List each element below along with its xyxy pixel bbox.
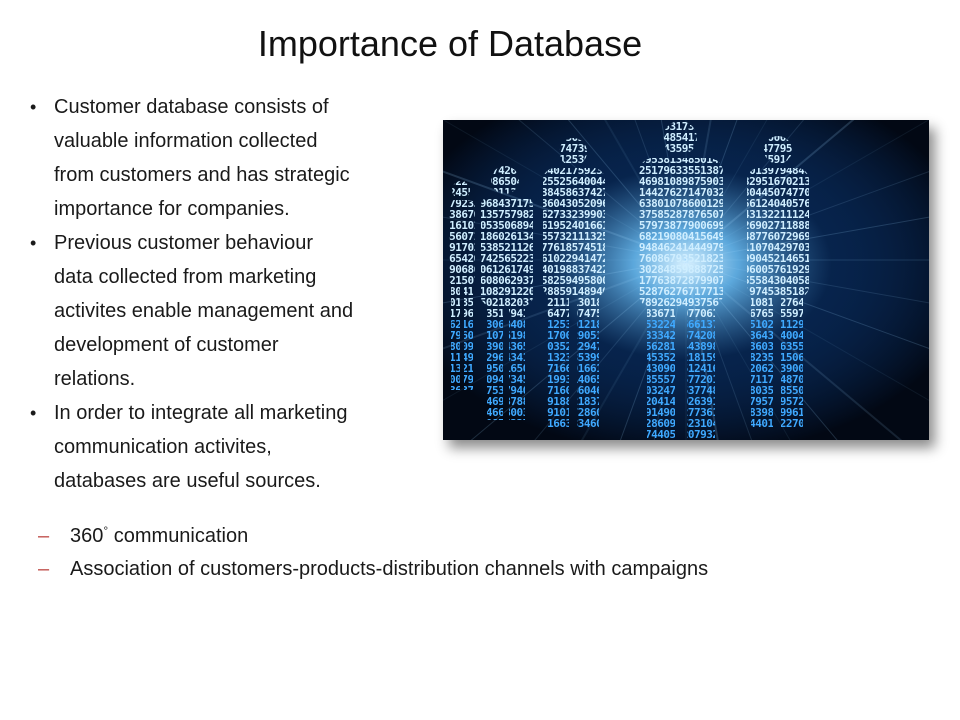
slide-title: Importance of Database	[257, 23, 643, 64]
bullet-line: relations.	[54, 368, 136, 390]
light-ray	[443, 120, 687, 261]
sub-bullet-text-suffix: communication	[108, 525, 249, 547]
sub-bullet-item: – 360° communication	[38, 520, 938, 553]
light-ray	[685, 120, 712, 261]
light-ray	[518, 120, 687, 261]
bullet-dot-icon: •	[30, 97, 37, 117]
sub-bullet-list: – 360° communication – Association of cu…	[38, 520, 938, 586]
sub-bullet-item: – Association of customers-products-dist…	[38, 553, 938, 586]
bullet-line: Customer database consists of	[54, 96, 329, 118]
light-rays	[443, 120, 929, 440]
image-background	[443, 120, 929, 440]
light-ray	[685, 120, 768, 261]
light-ray	[685, 216, 929, 261]
digital-people-image: 4512450854276042615410991491456219425317…	[443, 120, 929, 440]
light-ray	[685, 259, 903, 440]
bullet-line: from customers and has strategic	[54, 164, 350, 186]
light-ray	[685, 259, 719, 440]
bullet-line: data collected from marketing	[54, 266, 317, 288]
light-ray	[443, 259, 687, 350]
bullet-item: • Customer database consists of valuable…	[24, 90, 424, 226]
light-ray	[619, 259, 687, 440]
light-ray	[685, 120, 855, 261]
light-ray	[534, 259, 687, 440]
bullet-line: importance for companies.	[54, 198, 290, 220]
bullet-line: Previous customer behaviour	[54, 232, 314, 254]
bullet-line: valuable information collected	[54, 130, 318, 152]
bullet-dot-icon: •	[30, 403, 37, 423]
dash-icon: –	[38, 558, 50, 580]
light-ray	[685, 259, 929, 304]
sub-bullet-text: 360	[70, 525, 104, 547]
light-ray	[685, 120, 738, 261]
bullet-dot-icon: •	[30, 233, 37, 253]
light-ray	[685, 259, 929, 401]
light-ray	[685, 259, 753, 440]
light-ray	[580, 259, 687, 440]
light-ray	[660, 120, 687, 261]
bullet-line: databases are useful sources.	[54, 470, 321, 492]
bullet-line: communication activites,	[54, 436, 272, 458]
light-ray	[685, 259, 838, 440]
light-ray	[634, 120, 687, 261]
light-ray	[653, 259, 687, 440]
light-ray	[685, 259, 929, 349]
dash-icon: –	[38, 525, 50, 547]
light-ray	[443, 170, 687, 261]
light-ray	[604, 120, 687, 261]
bullet-line: development of customer	[54, 334, 279, 356]
degree-symbol: °	[103, 523, 109, 538]
digital-people-illustration: 4512450854276042615410991491456219425317…	[443, 120, 929, 440]
light-ray	[443, 259, 687, 304]
light-ray	[567, 120, 687, 261]
bullet-line: activites enable management and	[54, 300, 354, 322]
light-ray	[470, 259, 687, 440]
bullet-item: • In order to integrate all marketing co…	[24, 396, 424, 498]
light-ray	[685, 259, 791, 440]
light-ray	[685, 120, 929, 261]
light-ray	[443, 216, 687, 261]
light-ray	[443, 259, 687, 401]
bullet-list: • Customer database consists of valuable…	[24, 90, 424, 498]
light-ray	[685, 120, 805, 261]
bullet-item: • Previous customer behaviour data colle…	[24, 226, 424, 396]
sub-bullet-text: Association of customers-products-distri…	[70, 558, 709, 580]
light-ray	[685, 171, 929, 261]
bullet-line: In order to integrate all marketing	[54, 402, 348, 424]
